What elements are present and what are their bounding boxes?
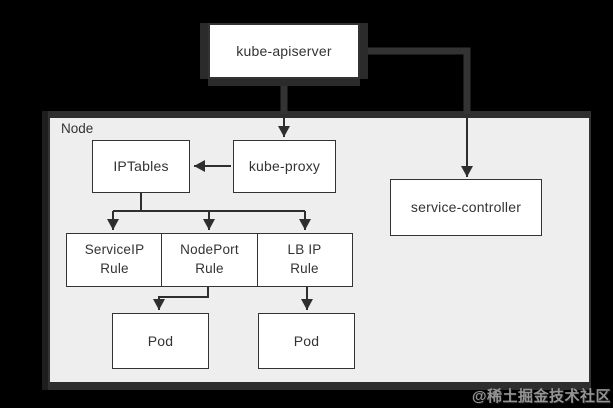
pod-right-label: Pod — [293, 332, 320, 349]
lbip-rule-cell: LB IP Rule — [258, 234, 351, 286]
pod-box-left: Pod — [112, 313, 209, 369]
kube-proxy-label: kube-proxy — [248, 158, 321, 175]
kube-apiserver-label: kube-apiserver — [236, 42, 332, 59]
lbip-rule-label: LB IP Rule — [287, 242, 322, 276]
nodeport-rule-cell: NodePort Rule — [161, 234, 258, 286]
service-controller-label: service-controller — [410, 199, 522, 216]
pod-left-label: Pod — [147, 332, 174, 349]
serviceip-rule-label: ServiceIP Rule — [84, 242, 145, 276]
kube-apiserver-box: kube-apiserver — [208, 23, 360, 79]
serviceip-rule-cell: ServiceIP Rule — [68, 234, 161, 286]
node-label: Node — [61, 121, 94, 136]
iptables-box: IPTables — [92, 140, 190, 193]
iptables-label: IPTables — [113, 158, 169, 175]
pod-box-right: Pod — [258, 313, 355, 369]
rules-row: ServiceIP Rule NodePort Rule LB IP Rule — [66, 233, 353, 287]
kube-proxy-box: kube-proxy — [233, 140, 336, 193]
nodeport-rule-label: NodePort Rule — [180, 242, 239, 276]
watermark-text: @稀土掘金技术社区 — [471, 388, 611, 405]
connector-apiserver-right-thick — [364, 47, 471, 114]
service-controller-box: service-controller — [390, 179, 542, 236]
